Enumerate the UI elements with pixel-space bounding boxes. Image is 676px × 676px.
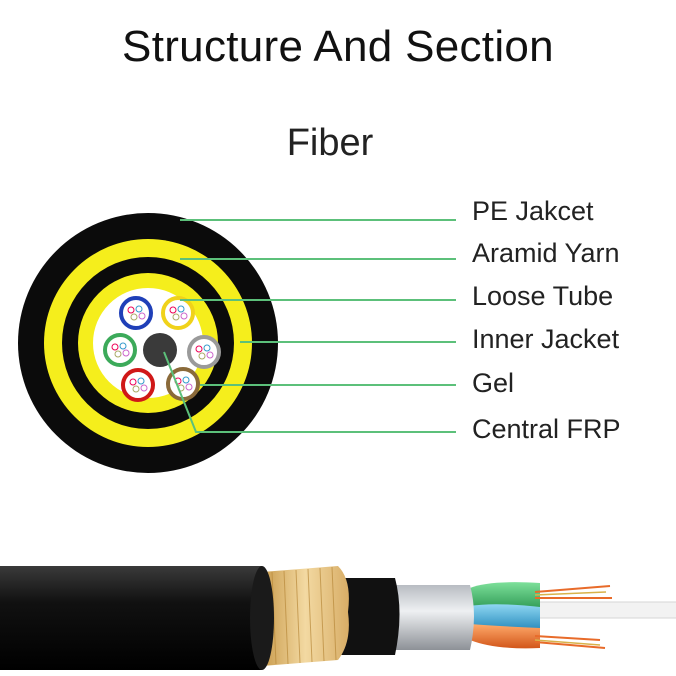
label-gel: Gel (472, 368, 515, 398)
label-central-frp: Central FRP (472, 414, 621, 444)
cable-side-view-icon (0, 566, 676, 670)
page-title: Structure And Section (122, 22, 554, 71)
loose-tube (103, 333, 137, 367)
fiber-tube-orange (470, 624, 540, 649)
cable-cross-section-icon (18, 213, 278, 473)
label-loose-tube: Loose Tube (472, 281, 614, 311)
inner-sheath (392, 585, 474, 650)
leader-lines (163, 219, 456, 433)
loose-tube (187, 335, 221, 369)
inner-jacket-side (340, 578, 400, 655)
fiber-tube-green (470, 582, 540, 610)
label-pe-jacket: PE Jakcet (472, 196, 594, 226)
label-aramid-yarn: Aramid Yarn (472, 238, 620, 268)
loose-tube (119, 296, 153, 330)
leader-line-central-frp (163, 351, 456, 433)
outer-jacket-side (0, 566, 269, 670)
loose-tube (121, 368, 155, 402)
fiber-tube-blue (470, 604, 540, 629)
label-inner-jacket: Inner Jacket (472, 324, 620, 354)
aramid-yarn-side (262, 566, 349, 666)
fiber-subtitle: Fiber (286, 122, 374, 164)
central-frp (143, 333, 177, 367)
loose-tube (161, 296, 195, 330)
